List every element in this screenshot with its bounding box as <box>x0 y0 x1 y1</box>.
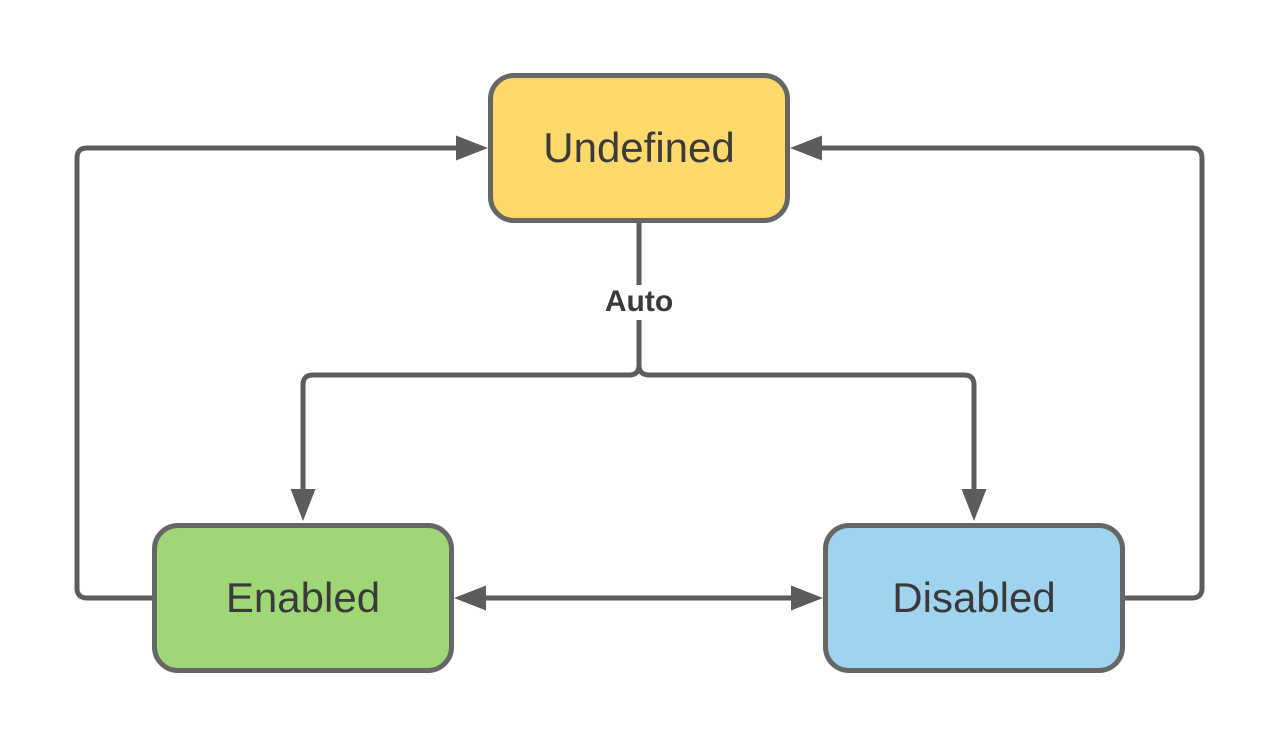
edge-disabled-to-undefined <box>790 135 1205 601</box>
edge-disabled-to-undefined-line <box>822 145 1205 601</box>
edge-label-auto: Auto <box>595 285 683 319</box>
arrowhead-into-undefined-left <box>456 135 488 161</box>
edge-auto-to-disabled <box>636 320 987 521</box>
node-undefined: Undefined <box>488 73 790 223</box>
edge-auto-to-enabled-line <box>300 320 642 489</box>
node-enabled: Enabled <box>152 523 454 673</box>
arrowhead-into-disabled-top <box>961 489 987 521</box>
edge-enabled-disabled-bidirectional <box>454 585 823 611</box>
arrowhead-into-enabled-top <box>290 489 316 521</box>
edge-auto-to-disabled-line <box>636 320 977 489</box>
arrowhead-into-enabled-right <box>454 585 486 611</box>
arrowhead-into-undefined-right <box>790 135 822 161</box>
edge-enabled-to-undefined <box>74 135 488 601</box>
node-enabled-label: Enabled <box>225 574 381 621</box>
arrowhead-into-disabled-left <box>791 585 823 611</box>
node-disabled-label: Disabled <box>892 574 1056 621</box>
edge-auto-to-enabled <box>290 320 642 521</box>
node-disabled: Disabled <box>823 523 1125 673</box>
edge-enabled-to-undefined-line <box>74 145 456 601</box>
node-undefined-label: Undefined <box>543 124 735 171</box>
